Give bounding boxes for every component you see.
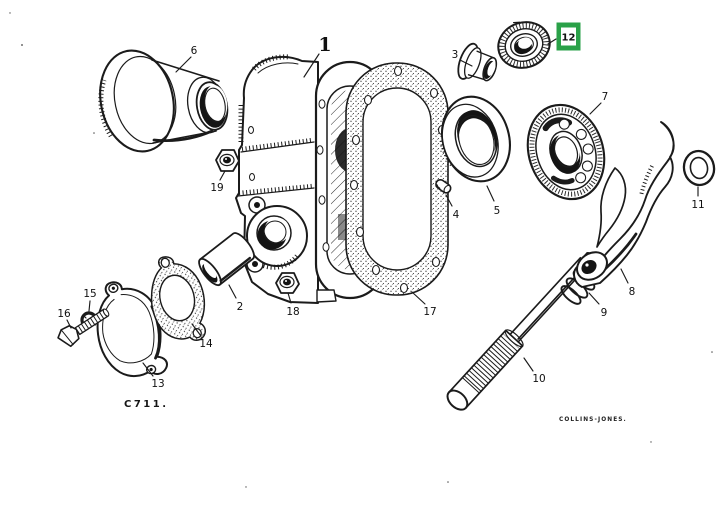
svg-text:18: 18 xyxy=(286,306,299,318)
svg-text:8: 8 xyxy=(629,286,636,298)
svg-text:3: 3 xyxy=(452,49,459,61)
part-label-6: 6 xyxy=(175,45,198,73)
svg-text:9: 9 xyxy=(601,307,608,319)
svg-text:16: 16 xyxy=(57,308,71,320)
svg-text:4: 4 xyxy=(453,209,460,221)
svg-text:6: 6 xyxy=(191,45,198,57)
part-label-18: 18 xyxy=(286,292,300,318)
part-4-pin xyxy=(435,178,452,194)
part-label-13: 13 xyxy=(142,362,165,390)
part-label-4: 4 xyxy=(445,194,460,221)
part-label-19: 19 xyxy=(210,170,226,194)
svg-text:10: 10 xyxy=(532,373,545,385)
svg-text:5: 5 xyxy=(494,205,501,217)
part-12-ball-bearing xyxy=(497,21,551,69)
part-16-hex-bolt xyxy=(57,308,110,348)
part-7-large-ball-bearing xyxy=(526,103,606,201)
svg-text:13: 13 xyxy=(151,378,164,390)
part-17-housing-gasket xyxy=(345,62,449,296)
highlight-frame-inner xyxy=(561,27,576,46)
part-19-hex-nut xyxy=(215,149,240,172)
svg-text:14: 14 xyxy=(199,338,213,350)
part-label-7: 7 xyxy=(589,91,609,115)
part-label-16: 16 xyxy=(57,308,72,329)
part-8-selector-fork xyxy=(573,121,675,288)
part-11-washer xyxy=(682,149,716,187)
part-labels: 1 2 3 4 5 6 7 8 9 10 xyxy=(57,34,704,390)
svg-text:1: 1 xyxy=(318,34,331,56)
artist-signature: COLLINS-JONES. xyxy=(559,417,627,423)
part-5-bearing-collar xyxy=(439,95,511,183)
part-label-15: 15 xyxy=(83,288,97,312)
highlight-box-part-12[interactable]: 12 xyxy=(547,22,581,51)
part-label-1: 1 xyxy=(303,34,332,78)
drawing-code: C711. xyxy=(124,399,169,410)
part-label-5: 5 xyxy=(486,185,501,217)
svg-text:17: 17 xyxy=(423,306,436,318)
part-label-3: 3 xyxy=(452,49,473,67)
part-label-9: 9 xyxy=(588,292,608,319)
part-label-12: 12 xyxy=(562,33,576,44)
part-label-14: 14 xyxy=(191,323,213,350)
part-6-flanged-bushing xyxy=(98,49,229,153)
part-label-11: 11 xyxy=(691,186,705,211)
part-label-17: 17 xyxy=(411,291,437,318)
svg-text:11: 11 xyxy=(691,199,704,211)
part-14-cover-gasket xyxy=(150,256,207,341)
part-18-hex-nut xyxy=(275,272,300,294)
part-label-2: 2 xyxy=(228,284,244,313)
part-3-small-bushing xyxy=(457,42,498,82)
part-13-cover-plate xyxy=(96,281,168,378)
svg-text:19: 19 xyxy=(210,182,223,194)
part-2-bushing xyxy=(198,232,255,287)
svg-text:7: 7 xyxy=(602,91,609,103)
part-label-8: 8 xyxy=(620,268,636,298)
part-label-10: 10 xyxy=(523,357,546,385)
svg-text:2: 2 xyxy=(237,301,244,313)
svg-text:15: 15 xyxy=(83,288,96,300)
